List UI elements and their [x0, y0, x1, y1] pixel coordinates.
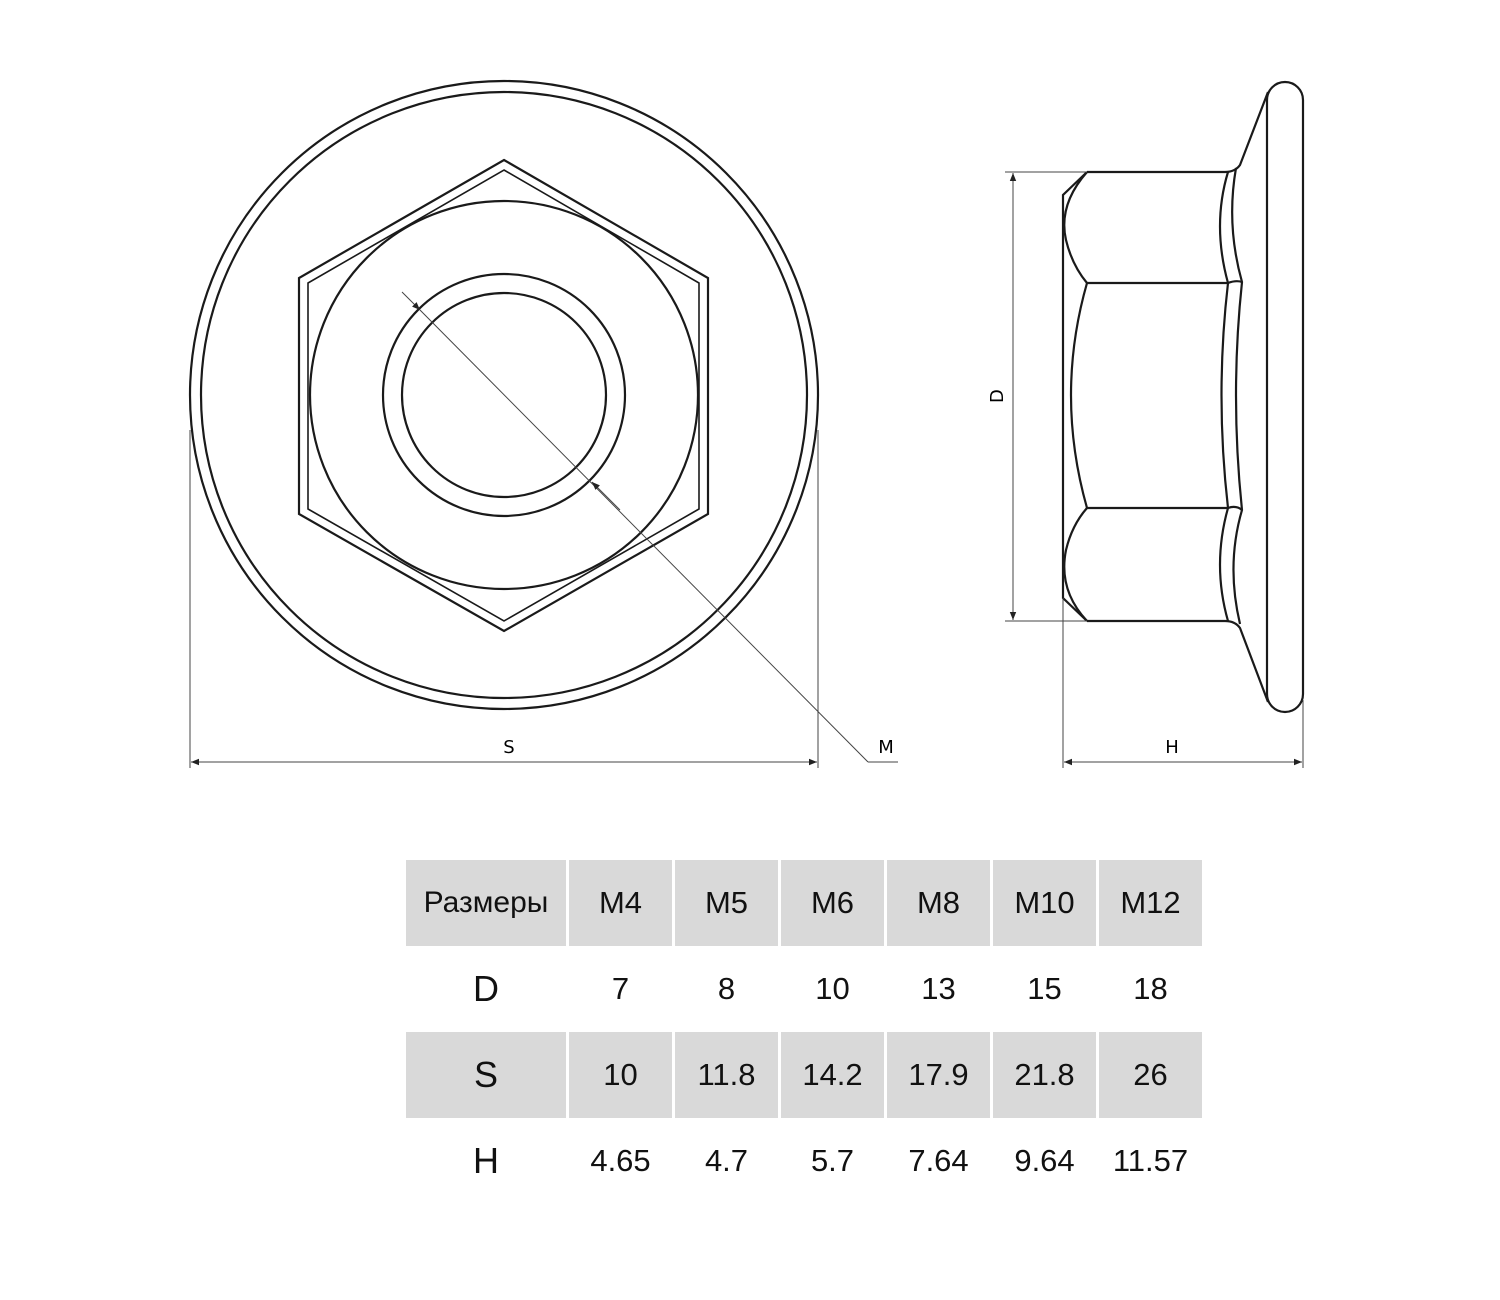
table-cell: 21.8 — [993, 1032, 1096, 1118]
table-cell: 15 — [1027, 971, 1062, 1006]
front-view — [188, 79, 820, 711]
dimension-label-s: S — [503, 737, 514, 758]
row-label: H — [473, 1140, 499, 1181]
table-cell: 10 — [569, 1032, 672, 1118]
dimension-label-m: M — [878, 737, 894, 758]
table-header-row: Размеры M4 M5 M6 M8 M10 M12 — [406, 860, 1202, 946]
table-cell: 4.65 — [590, 1143, 651, 1178]
dimension-m — [401, 291, 898, 763]
table-cell: 11.57 — [1112, 1143, 1189, 1178]
table-cell: 7.64 — [908, 1143, 969, 1178]
table-cell: 5.7 — [810, 1143, 855, 1178]
table-cell: 13 — [921, 971, 956, 1006]
table-cell: 8 — [717, 971, 736, 1006]
header-cell: M12 — [1099, 860, 1202, 946]
side-view — [1061, 80, 1305, 714]
table-row: S 10 11.8 14.2 17.9 21.8 26 — [406, 1032, 1202, 1118]
header-cell: Размеры — [406, 860, 566, 946]
dimension-s — [189, 430, 819, 768]
table-cell: 7 — [611, 971, 630, 1006]
table-row: H 4.65 4.7 5.7 7.64 9.64 11.57 — [406, 1118, 1202, 1204]
sizes-table: Размеры M4 M5 M6 M8 M10 M12 D 7 8 10 13 … — [403, 860, 1205, 1204]
dimension-label-d: D — [987, 389, 1008, 403]
table-cell: 18 — [1133, 971, 1168, 1006]
row-label: D — [473, 968, 499, 1009]
table-cell: 4.7 — [704, 1143, 749, 1178]
table-cell: 10 — [815, 971, 850, 1006]
table-row: D 7 8 10 13 15 18 — [406, 946, 1202, 1032]
dimension-d — [1005, 171, 1087, 622]
dimension-h — [1062, 598, 1304, 768]
table-cell: 14.2 — [781, 1032, 884, 1118]
table-cell: 26 — [1099, 1032, 1202, 1118]
table-cell: 9.64 — [1014, 1143, 1075, 1178]
header-cell: M10 — [993, 860, 1096, 946]
flange-nut-drawing: S M D H — [188, 79, 1305, 768]
header-cell: M8 — [887, 860, 990, 946]
row-label: S — [406, 1032, 566, 1118]
header-cell: M6 — [781, 860, 884, 946]
header-cell: M4 — [569, 860, 672, 946]
header-cell: M5 — [675, 860, 778, 946]
table-cell: 11.8 — [675, 1032, 778, 1118]
table-cell: 17.9 — [887, 1032, 990, 1118]
dimension-label-h: H — [1165, 737, 1179, 758]
